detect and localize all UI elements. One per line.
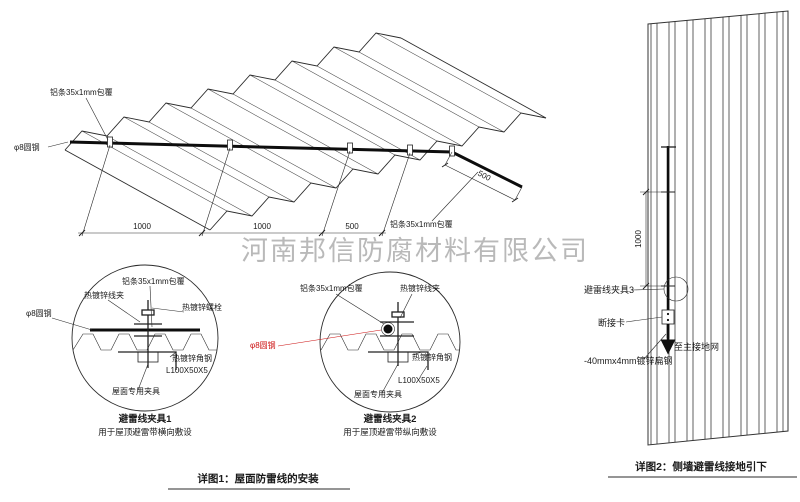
- caption-detail-1: 详图1：屋面防雷线的安装: [197, 472, 319, 485]
- label-wire-clip-1: 热镀锌线夹: [84, 290, 124, 300]
- label-round-steel-2: φ8圆钢: [250, 340, 276, 350]
- leader-wire-clip-2: [399, 293, 413, 319]
- dim-wall-height: 1000: [634, 230, 643, 248]
- wire-clamps: [107, 136, 455, 157]
- detail-circle-1: [71, 264, 219, 412]
- label-angle-size-2: L100X50X5: [398, 376, 440, 385]
- company-watermark: 河南邦信防腐材料有限公司: [241, 236, 589, 266]
- label-alu-strip-1: 铝条35x1mm包覆: [122, 276, 185, 286]
- leader-wire-clip-1: [107, 299, 141, 323]
- label-alu-strip-2: 铝条35x1mm包覆: [300, 283, 363, 293]
- roof-right-edge: [400, 37, 547, 119]
- roof-bottom-edge: [209, 112, 547, 231]
- label-clamp-3: 避雷线夹具3: [584, 284, 634, 295]
- captions: 详图1：屋面防雷线的安装 详图2：侧墙避雷线接地引下: [168, 460, 797, 490]
- label-angle-steel-1: 热镀锌角钢: [172, 353, 212, 363]
- label-wire-clip-2: 热镀锌线夹: [400, 283, 440, 293]
- clamp-detail-1: 热镀锌线夹 铝条35x1mm包覆 热镀锌螺栓 φ8圆钢 热镀锌角钢 L100X5…: [26, 264, 222, 437]
- leader-roofclamp-1: [137, 363, 149, 391]
- label-alu-strip-right: 铝条35x1mm包覆: [390, 219, 453, 229]
- label-round-steel-1: φ8圆钢: [26, 308, 52, 318]
- label-angle-size-1: L100X50X5: [166, 366, 208, 375]
- label-disconnect-card: 断接卡: [598, 317, 625, 328]
- leader-alu-2: [335, 293, 385, 325]
- disconnect-bolt-2: [666, 318, 670, 322]
- label-angle-steel-2: 热镀锌角钢: [412, 352, 452, 362]
- label-roof-clamp-2: 屋面专用夹具: [354, 389, 402, 399]
- disconnect-bolt-1: [666, 312, 670, 316]
- roof-isometric-drawing: 1000 1000 500 500 铝条35x1mm包覆 φ8圆钢 铝条35x1…: [14, 32, 547, 237]
- detail-circle-2: [319, 271, 461, 413]
- leader-flat-steel: [643, 333, 667, 360]
- corrugated-wall: [647, 10, 789, 446]
- leader-alu-1: [149, 285, 153, 328]
- wall-drawing: 1000 避雷线夹具3 断接卡 至主接地网 -40mmx4mm镀锌扁钢: [584, 10, 789, 446]
- leader-angle-2: [411, 351, 423, 356]
- roof-top-edge: [64, 32, 402, 151]
- leader-roofclamp-2: [381, 363, 399, 394]
- clamp-hardware-2: [368, 302, 429, 370]
- clamp-hardware-1: [118, 300, 177, 370]
- wall-dimension: 1000: [634, 188, 666, 290]
- leader-alu-top: [85, 97, 109, 141]
- wire-cross-section-2: [383, 324, 393, 334]
- roof-dimension-chain: 1000 1000 500: [78, 144, 411, 237]
- leader-disconnect: [625, 316, 663, 323]
- dim-span-2: 1000: [253, 222, 271, 231]
- caption-detail-2: 详图2：侧墙避雷线接地引下: [635, 460, 767, 473]
- leader-steel-1: [51, 317, 93, 331]
- clamp-detail-2: 铝条35x1mm包覆 热镀锌线夹 φ8圆钢 热镀锌角钢 L100X50X5 屋面…: [250, 271, 461, 437]
- leader-alu-right: [431, 171, 479, 222]
- detail-2-title: 避雷线夹具2: [364, 413, 417, 425]
- label-flat-steel: -40mmx4mm镀锌扁钢: [584, 355, 673, 366]
- corrugation-profile-1: [72, 333, 217, 351]
- label-alu-strip-top: 铝条35x1mm包覆: [50, 87, 113, 97]
- label-roof-clamp-1: 屋面专用夹具: [112, 386, 160, 396]
- label-bolt-1: 热镀锌螺栓: [182, 302, 222, 312]
- detail-1-title: 避雷线夹具1: [119, 413, 173, 425]
- dim-span-3: 500: [345, 222, 359, 231]
- corrugation-profile-2: [320, 333, 459, 351]
- leader-angle-1: [169, 351, 177, 358]
- dim-span-1: 1000: [133, 222, 151, 231]
- disconnect-card: [661, 309, 675, 325]
- roof-overhang-dimension: 500: [441, 151, 523, 203]
- roof-corrugation-ridges: [81, 32, 522, 217]
- leader-angle-size-2: [419, 365, 428, 378]
- leader-bolt-1: [151, 307, 185, 313]
- label-round-steel-roof: φ8圆钢: [14, 142, 40, 152]
- label-to-ground: 至主接地网: [674, 341, 719, 352]
- detail-2-subtitle: 用于屋顶避雷带纵向敷设: [343, 427, 437, 437]
- leader-round-steel: [47, 141, 69, 148]
- roof-left-edge: [64, 149, 211, 231]
- detail-1-subtitle: 用于屋顶避雷带横向敷设: [98, 427, 192, 437]
- leader-clamp-3: [631, 288, 665, 291]
- leader-steel-2: [277, 329, 382, 347]
